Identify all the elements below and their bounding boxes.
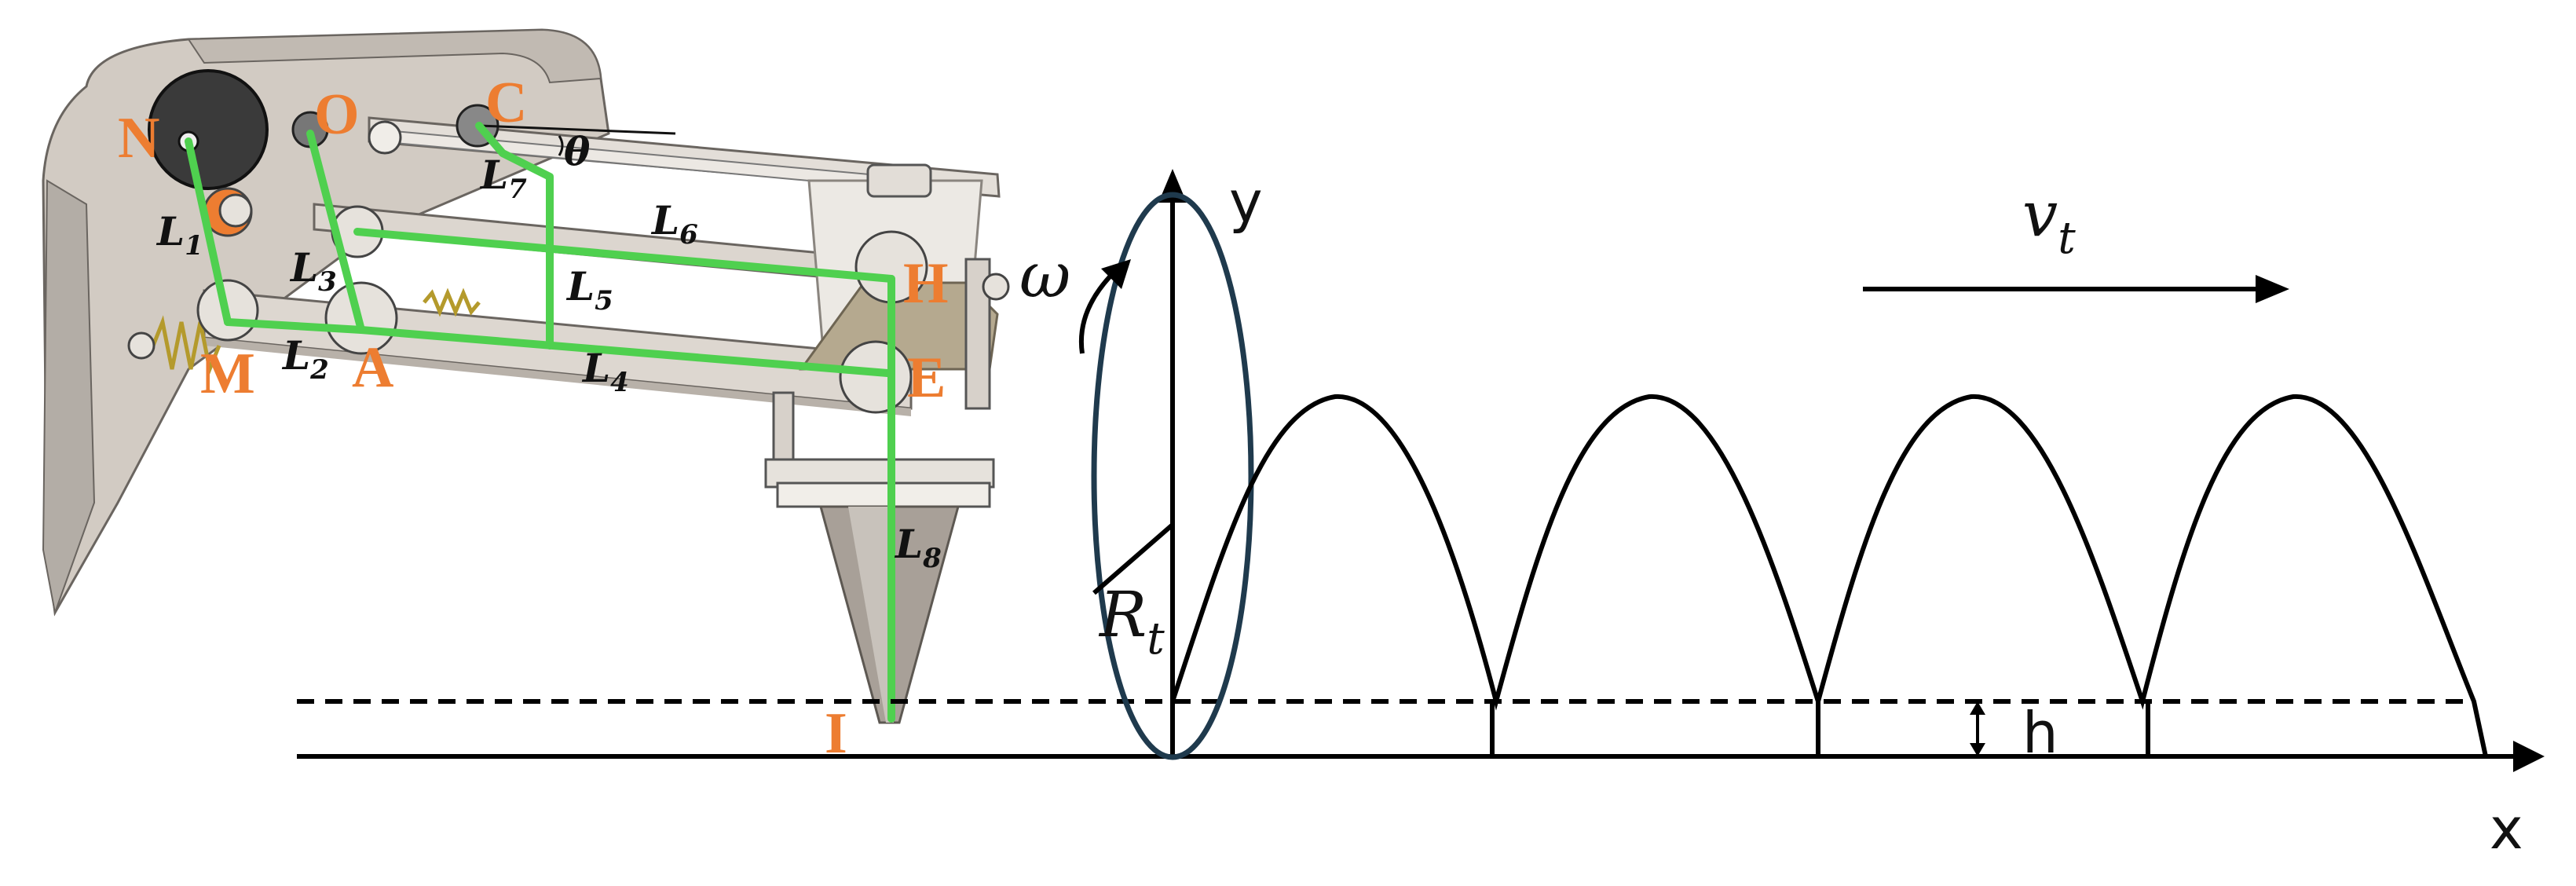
- velocity-arrow-head: [2256, 275, 2289, 303]
- link-label-l1: L1: [156, 208, 203, 262]
- point-label-h: H: [903, 251, 949, 316]
- angle-label: θ: [564, 128, 591, 174]
- trajectory-curve: [1170, 394, 2488, 757]
- h-label: h: [2022, 700, 2058, 766]
- radius-line: [1092, 522, 1174, 595]
- lower-bar-face: [204, 338, 911, 416]
- linkage: [185, 122, 895, 723]
- x-axis-label: x: [2490, 796, 2523, 862]
- link-l5: [475, 122, 554, 350]
- seed-cone-highlight: [848, 507, 895, 723]
- radius-label: Rt: [1098, 578, 1165, 664]
- spring-mid: [423, 287, 481, 317]
- link-l1: [185, 137, 232, 326]
- x-axis-arrow: [2513, 741, 2545, 772]
- link-label-l8: L8: [894, 521, 942, 574]
- link-label-l6: L6: [650, 197, 698, 251]
- link-label-l4: L4: [581, 345, 629, 398]
- point-label-c: C: [485, 71, 527, 135]
- link-label-l7: L7: [479, 152, 527, 205]
- trapezoid-plate: [799, 281, 999, 371]
- spring-left: [151, 315, 221, 376]
- point-label-e: E: [907, 346, 946, 410]
- omega-arrow-arc: [1078, 269, 1118, 354]
- bracket-right: [964, 258, 991, 410]
- crossbar-lower: [776, 481, 991, 508]
- link-l2: [224, 318, 365, 334]
- link-label-l3: L3: [289, 244, 337, 298]
- omega-arrow-head: [1101, 259, 1131, 289]
- drive-wheel: [148, 69, 269, 190]
- side-plate-top: [187, 28, 602, 84]
- pivot-e: [839, 340, 913, 414]
- point-label-a: A: [352, 335, 393, 400]
- orange-wheel-center: [218, 193, 253, 228]
- h-dimension-arrow-bottom: [1970, 743, 1985, 756]
- h-dimension-arrow-top: [1970, 701, 1985, 715]
- link-label-l2: L2: [281, 332, 329, 386]
- angle-reference-line: [478, 124, 676, 135]
- pivot-link-upper: [368, 120, 402, 155]
- side-plate-shadow: [42, 179, 96, 616]
- link-l6: [353, 228, 895, 283]
- point-label-n: N: [118, 106, 159, 170]
- trajectory-plot: [297, 169, 2545, 772]
- link-label-l5: L5: [565, 263, 613, 317]
- velocity-label: vt: [2022, 178, 2076, 264]
- link-l3: [306, 130, 365, 334]
- point-label-o: O: [314, 82, 360, 147]
- omega-label: ω: [1019, 239, 1070, 312]
- pivot-small-left: [127, 331, 156, 360]
- angle-arc: [558, 135, 564, 156]
- bracket-h: [866, 163, 932, 198]
- point-label-m: M: [200, 342, 255, 406]
- link-l4: [357, 326, 891, 377]
- y-axis-label: y: [1229, 169, 1263, 235]
- pivot-right: [982, 273, 1010, 301]
- wheel-ellipse: [1091, 192, 1254, 760]
